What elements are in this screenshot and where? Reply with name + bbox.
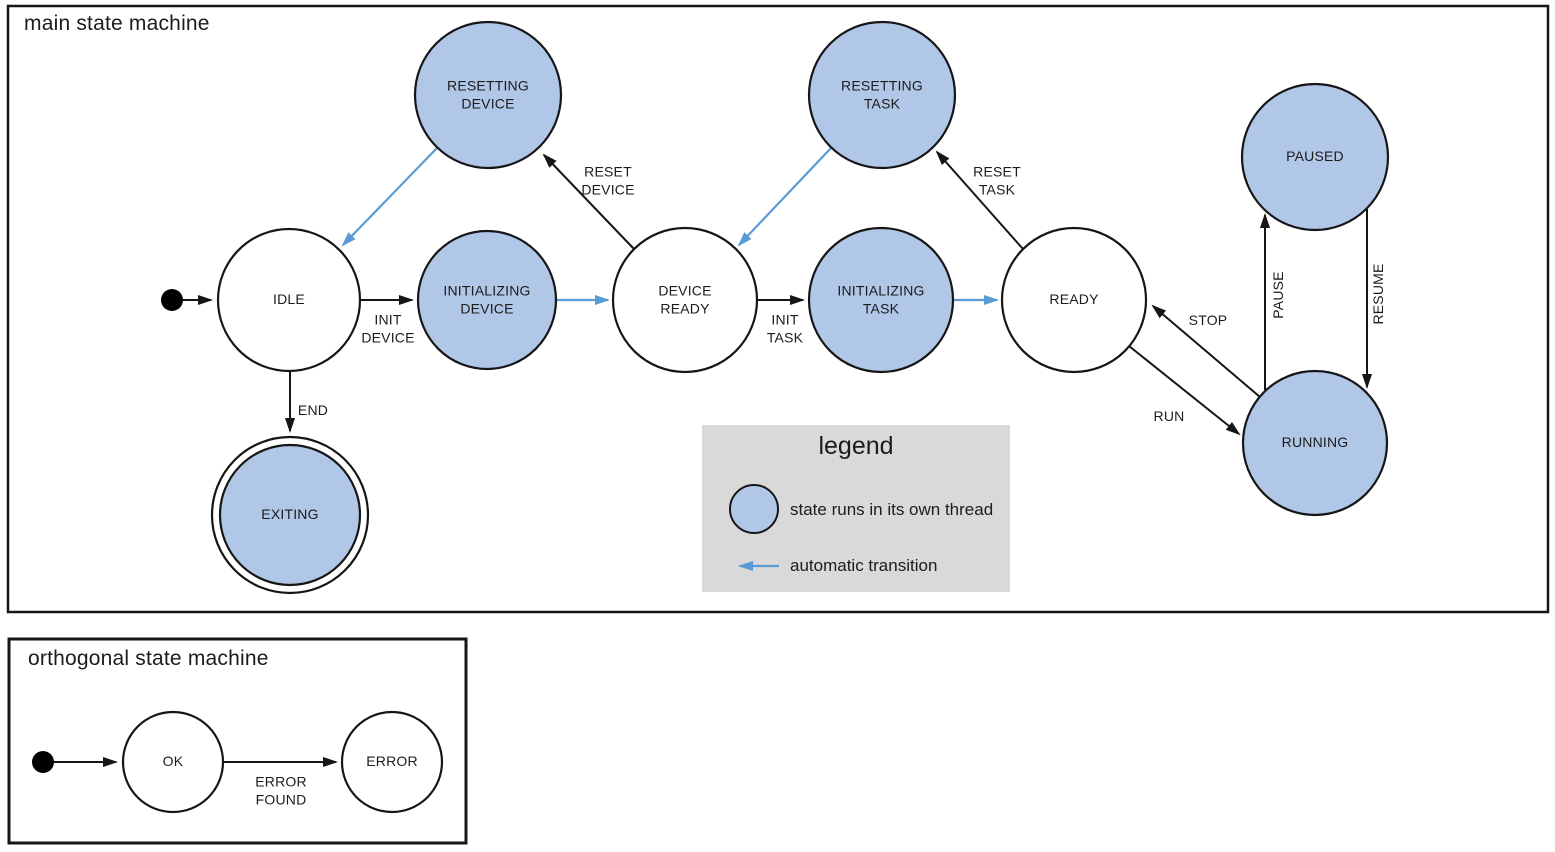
state-resetting-device bbox=[413, 20, 563, 170]
transition-run bbox=[1128, 345, 1241, 436]
transition-run-label: RUN bbox=[1153, 408, 1185, 425]
transition-stop bbox=[1151, 304, 1261, 398]
orthogonal-machine-title: orthogonal state machine bbox=[28, 647, 269, 670]
legend-title: legend bbox=[818, 432, 894, 460]
state-ok-label: OK bbox=[162, 753, 184, 770]
state-ok bbox=[121, 710, 225, 814]
state-device-ready-label: DEVICE READY bbox=[658, 282, 712, 316]
transition-stop-label: STOP bbox=[1188, 312, 1228, 329]
transition-reset-device-label: RESET DEVICE bbox=[581, 163, 635, 197]
transition-pause-label: PAUSE bbox=[1270, 271, 1287, 319]
state-paused-label: PAUSED bbox=[1286, 148, 1344, 165]
state-exiting bbox=[218, 443, 362, 587]
transition-reset-task-label: RESET TASK bbox=[973, 163, 1021, 197]
auto-transition-resettask-to-deviceready bbox=[737, 147, 832, 247]
main-machine-title: main state machine bbox=[24, 12, 210, 35]
state-idle bbox=[216, 227, 362, 373]
state-resetting-task bbox=[807, 20, 957, 170]
transition-error-found-label: ERROR FOUND bbox=[255, 773, 307, 807]
state-ready bbox=[1000, 226, 1148, 374]
transition-init-task-label: INIT TASK bbox=[766, 311, 804, 345]
state-device-ready bbox=[611, 226, 759, 374]
transition-reset-task bbox=[935, 150, 1024, 250]
state-running bbox=[1241, 369, 1389, 517]
state-ready-label: READY bbox=[1049, 291, 1099, 308]
state-initializing-task bbox=[807, 226, 955, 374]
auto-transition-resetdevice-to-idle bbox=[341, 147, 438, 247]
state-running-label: RUNNING bbox=[1281, 434, 1349, 451]
transition-resume-label: RESUME bbox=[1370, 263, 1387, 325]
state-resetting-device-label: RESETTING DEVICE bbox=[447, 77, 529, 111]
main-initial-state-dot bbox=[161, 289, 183, 311]
legend-thread-state-icon bbox=[729, 484, 779, 534]
state-initializing-task-label: INITIALIZING TASK bbox=[837, 282, 925, 316]
state-initializing-device-label: INITIALIZING DEVICE bbox=[443, 282, 531, 316]
transition-end-label: END bbox=[297, 402, 329, 419]
state-initializing-device bbox=[416, 229, 558, 371]
state-exiting-label: EXITING bbox=[261, 506, 319, 523]
state-idle-label: IDLE bbox=[273, 291, 305, 308]
state-resetting-task-label: RESETTING TASK bbox=[841, 77, 923, 111]
transition-init-device-label: INIT DEVICE bbox=[361, 311, 415, 345]
orthogonal-initial-state-dot bbox=[32, 751, 54, 773]
state-paused bbox=[1240, 82, 1390, 232]
state-error bbox=[340, 710, 444, 814]
state-error-label: ERROR bbox=[366, 753, 418, 770]
legend-auto-label: automatic transition bbox=[790, 556, 938, 575]
legend-thread-label: state runs in its own thread bbox=[790, 500, 994, 519]
transition-reset-device bbox=[542, 153, 635, 250]
